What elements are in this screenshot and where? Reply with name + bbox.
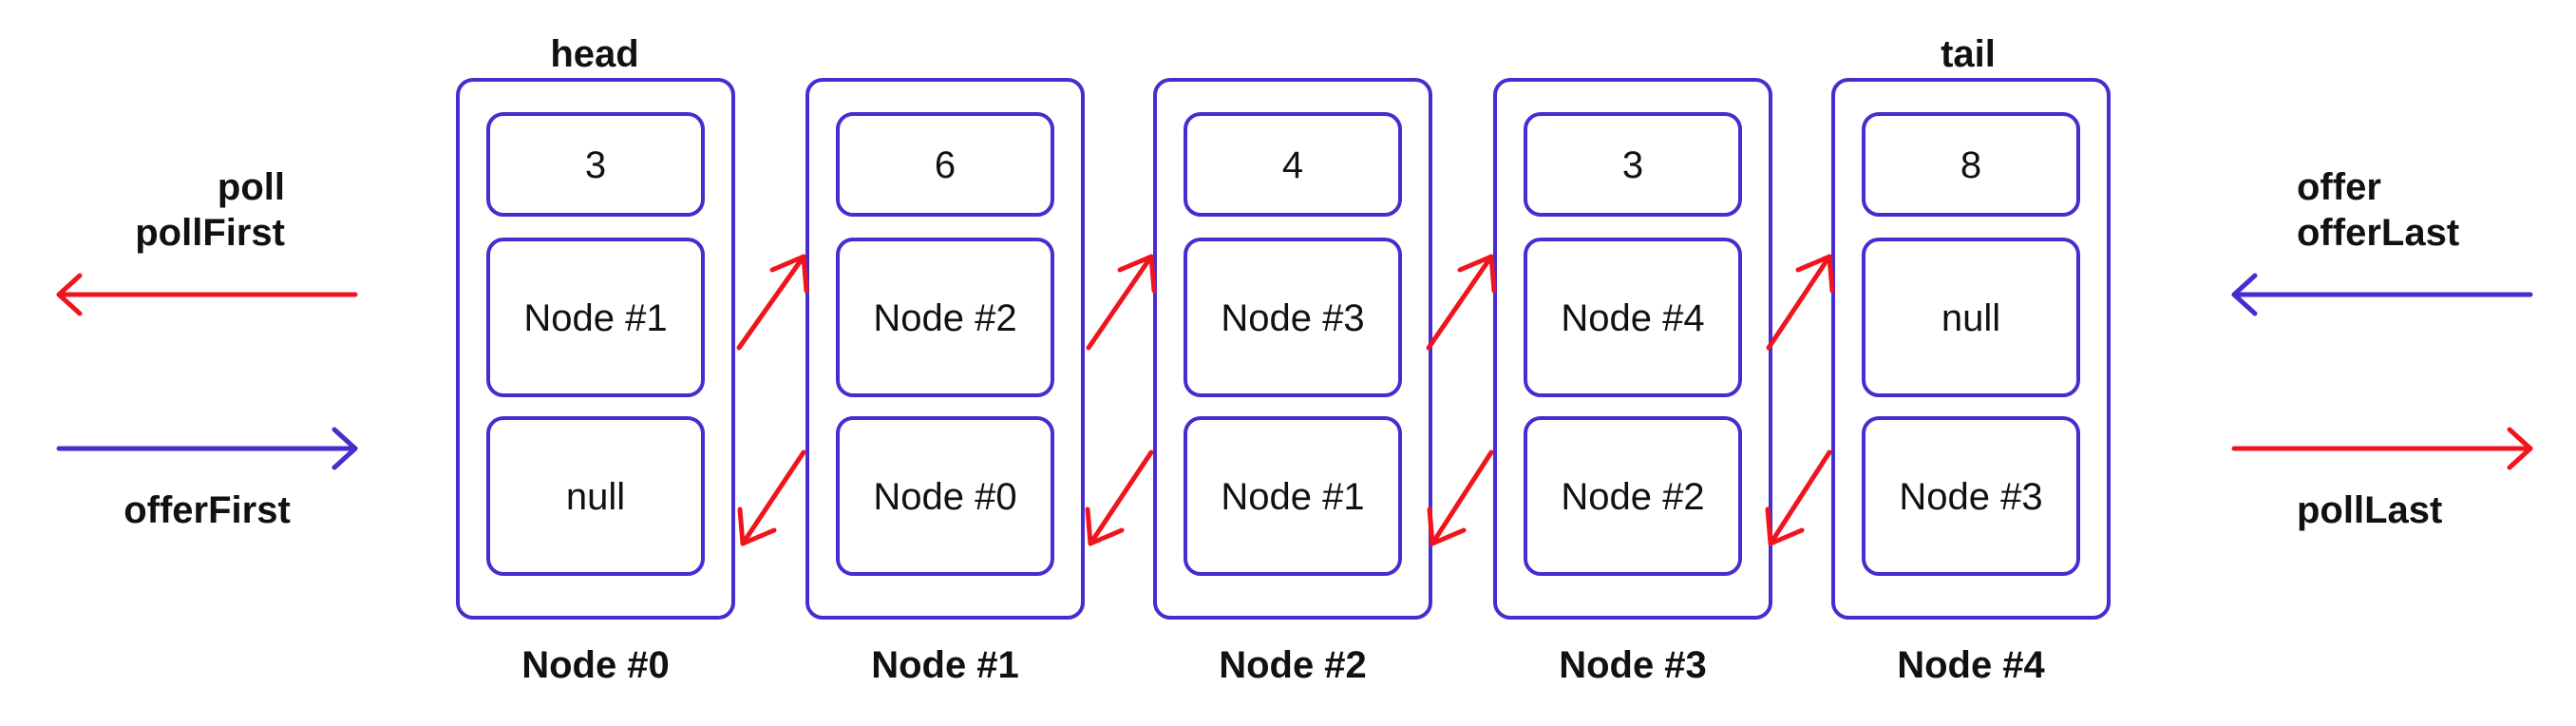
- node-3-value-cell: [1524, 112, 1742, 217]
- tail-label: tail: [1941, 33, 1996, 75]
- node-4-prev: Node #3: [1899, 476, 2042, 518]
- next-arrow-1-2: [1086, 254, 1157, 351]
- op-offer-label: offer: [2297, 166, 2381, 208]
- node-4-next-cell: [1862, 238, 2080, 397]
- node-0-next: Node #1: [523, 297, 667, 339]
- node-0-caption: Node #0: [521, 644, 670, 686]
- node-4-box: [1831, 78, 2111, 620]
- prev-arrow-2-1: [1085, 449, 1154, 546]
- poll-first-arrow: [56, 273, 358, 316]
- next-arrow-0-1: [736, 254, 809, 351]
- op-polllast-label: pollLast: [2297, 489, 2442, 531]
- node-1-box: [805, 78, 1085, 620]
- node-1-next-cell: [836, 238, 1054, 397]
- node-1-value-cell: [836, 112, 1054, 217]
- prev-arrow-3-2: [1427, 449, 1494, 546]
- node-1-caption: Node #1: [871, 644, 1019, 686]
- node-2-next: Node #3: [1221, 297, 1364, 339]
- node-0-box: [456, 78, 735, 620]
- node-0: 3 Node #1 null Node #0: [456, 78, 735, 686]
- node-1-prev-cell: [836, 416, 1054, 576]
- offer-last-arrow: [2231, 273, 2533, 316]
- prev-arrow-4-3: [1765, 449, 1832, 546]
- prev-arrow-1-0: [737, 449, 806, 546]
- node-4-value-cell: [1862, 112, 2080, 217]
- node-1: 6 Node #2 Node #0 Node #1: [805, 78, 1085, 686]
- node-2-value: 4: [1282, 144, 1303, 186]
- node-4-caption: Node #4: [1897, 644, 2045, 686]
- node-2-value-cell: [1184, 112, 1402, 217]
- node-2-prev-cell: [1184, 416, 1402, 576]
- node-3: 3 Node #4 Node #2 Node #3: [1493, 78, 1772, 686]
- node-0-prev-cell: [486, 416, 705, 576]
- poll-last-arrow: [2231, 427, 2533, 470]
- node-2-prev: Node #1: [1221, 476, 1364, 518]
- node-0-next-cell: [486, 238, 705, 397]
- op-poll-label: poll: [218, 166, 285, 208]
- node-0-prev: null: [566, 476, 625, 518]
- op-offerlast-label: offerLast: [2297, 212, 2459, 254]
- op-pollfirst-label: pollFirst: [135, 212, 285, 254]
- node-3-next-cell: [1524, 238, 1742, 397]
- node-4-prev-cell: [1862, 416, 2080, 576]
- next-link-arrows: [736, 254, 1835, 351]
- node-1-next: Node #2: [873, 297, 1016, 339]
- node-4: 8 null Node #3 Node #4: [1831, 78, 2111, 686]
- node-1-prev: Node #0: [873, 476, 1016, 518]
- prev-link-arrows: [737, 449, 1832, 546]
- node-2-caption: Node #2: [1219, 644, 1367, 686]
- next-arrow-2-3: [1426, 254, 1497, 351]
- head-label: head: [550, 33, 638, 75]
- node-3-prev-cell: [1524, 416, 1742, 576]
- node-0-value: 3: [585, 144, 606, 186]
- node-3-caption: Node #3: [1559, 644, 1707, 686]
- node-3-next: Node #4: [1561, 297, 1704, 339]
- next-arrow-3-4: [1766, 254, 1835, 351]
- node-2-next-cell: [1184, 238, 1402, 397]
- node-3-value: 3: [1622, 144, 1643, 186]
- node-3-prev: Node #2: [1561, 476, 1704, 518]
- node-4-value: 8: [1960, 144, 1981, 186]
- node-4-next: null: [1941, 297, 2000, 339]
- op-offerfirst-label: offerFirst: [123, 489, 291, 531]
- offer-first-arrow: [56, 427, 358, 470]
- node-2: 4 Node #3 Node #1 Node #2: [1153, 78, 1432, 686]
- node-0-value-cell: [486, 112, 705, 217]
- node-1-value: 6: [935, 144, 956, 186]
